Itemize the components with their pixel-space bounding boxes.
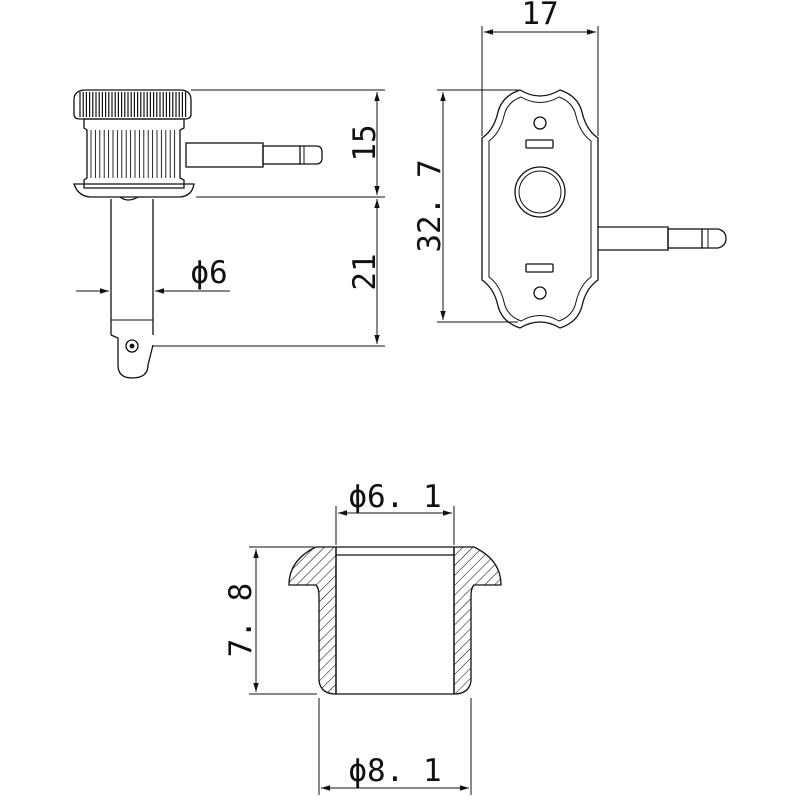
dimension-label-32-7: 32. 7 [412,159,448,252]
dimension-label-inner-diameter: ϕ6. 1 [348,479,441,515]
front-view-dimensions: 17 32. 7 [412,0,599,323]
dimension-label-outer-diameter: ϕ8. 1 [348,753,441,789]
string-post [110,196,154,379]
dimension-label-21: 21 [347,253,383,290]
tuner-front-view [481,89,727,329]
dimension-label-7-8: 7. 8 [223,583,259,658]
bushing-right-wall [453,546,502,695]
bushing-left-wall [288,546,337,695]
worm-shaft [185,142,323,168]
ribbed-body [73,118,195,198]
dimension-label-15: 15 [347,124,383,161]
mounting-plate [481,89,599,329]
knurled-cap [73,89,192,120]
dimension-label-17: 17 [521,0,558,32]
dimension-label-post-diameter: ϕ6 [190,255,227,291]
bushing-section [288,546,502,695]
bushing-dimensions: ϕ6. 1 7. 8 ϕ8. 1 [223,479,472,795]
front-worm-shaft [598,226,727,251]
side-view-dimensions: 15 21 ϕ6 [76,89,385,347]
tuner-side-view [73,89,323,379]
